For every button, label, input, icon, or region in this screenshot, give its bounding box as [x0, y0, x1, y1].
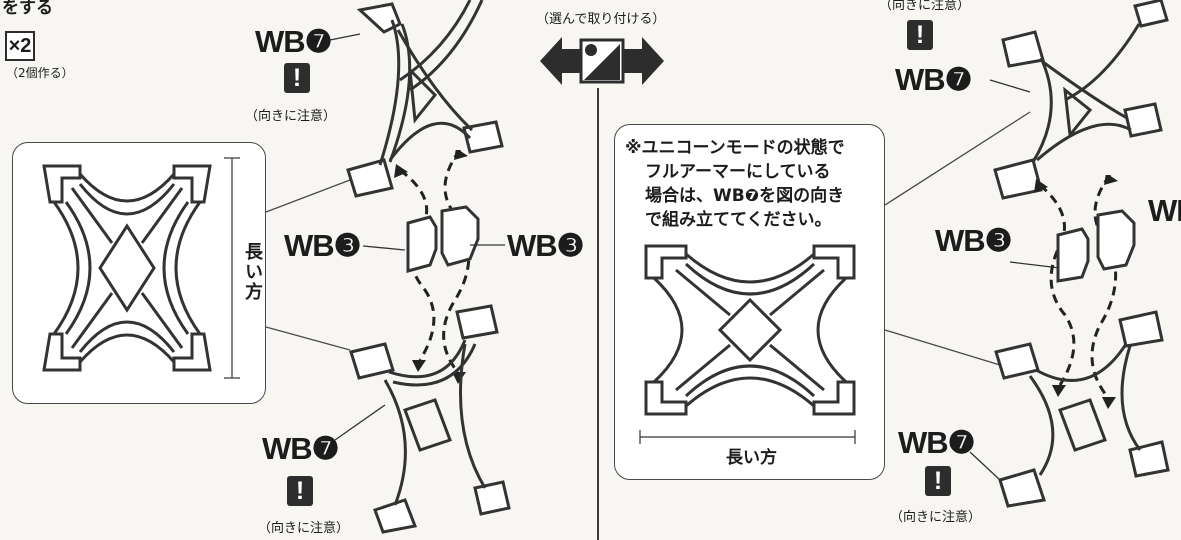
warning-icon-left-bottom: ! [287, 476, 313, 506]
right-top-frame-part [993, 0, 1169, 200]
wb7-label-right-bottom: WB❼ [898, 425, 975, 460]
right-note-line-4: で組み立ててください。 [645, 210, 832, 230]
right-note-line-1: ※ユニコーンモードの状態で [625, 138, 845, 158]
right-bottom-frame-part [994, 310, 1170, 508]
right-note-line-2: フルアーマーにしている [645, 162, 831, 182]
wb-label-cut-off: WI [1148, 193, 1181, 228]
orientation-note-left-bottom: （向きに注意） [258, 521, 350, 536]
orientation-note-left-top: （向きに注意） [245, 109, 337, 124]
wb7-label-left-bottom: WB❼ [262, 431, 339, 466]
warning-icon-right-top: ! [907, 20, 933, 50]
right-callout-leaders [639, 79, 1061, 481]
right-long-side-label: 長い方 [720, 443, 783, 468]
right-assembly-arrows [1034, 175, 1118, 409]
left-wb3-connectors [406, 205, 480, 273]
right-note-line-3: 場合は、WB❼を図の向き [645, 186, 845, 206]
left-callout-frame [12, 142, 266, 404]
wb3-label-left: WB❸ [284, 228, 361, 263]
orientation-note-right-bottom: （向きに注意） [890, 510, 982, 525]
left-label-leaders [329, 33, 505, 441]
wb7-label-right-top: WB❼ [895, 62, 972, 97]
left-callout-leaders [224, 157, 351, 379]
left-top-frame-part [346, 0, 504, 198]
left-long-side-label: 長い方 [239, 240, 265, 304]
two-way-arrow-swap-icon [540, 37, 664, 85]
wb7-label-left-top: WB❼ [255, 24, 332, 59]
orientation-note-right-top: （向きに注意） [879, 0, 971, 13]
left-x-frame-part [42, 164, 212, 372]
right-wb3-connectors [1056, 209, 1136, 283]
swap-caption: （選んで取り付ける） [536, 12, 666, 27]
quantity-badge: ×2 [5, 31, 35, 61]
divider-line [597, 88, 599, 540]
heading-fragment: をする [2, 0, 53, 18]
right-x-frame-part [644, 244, 856, 416]
wb3-label-right-side: WB❸ [935, 223, 1012, 258]
wb3-label-right: WB❸ [507, 228, 584, 263]
quantity-note: （2個作る） [6, 66, 74, 80]
warning-icon-right-bottom: ! [925, 466, 951, 496]
left-bottom-frame-part [349, 304, 511, 534]
warning-icon-left-top: ! [284, 63, 310, 93]
